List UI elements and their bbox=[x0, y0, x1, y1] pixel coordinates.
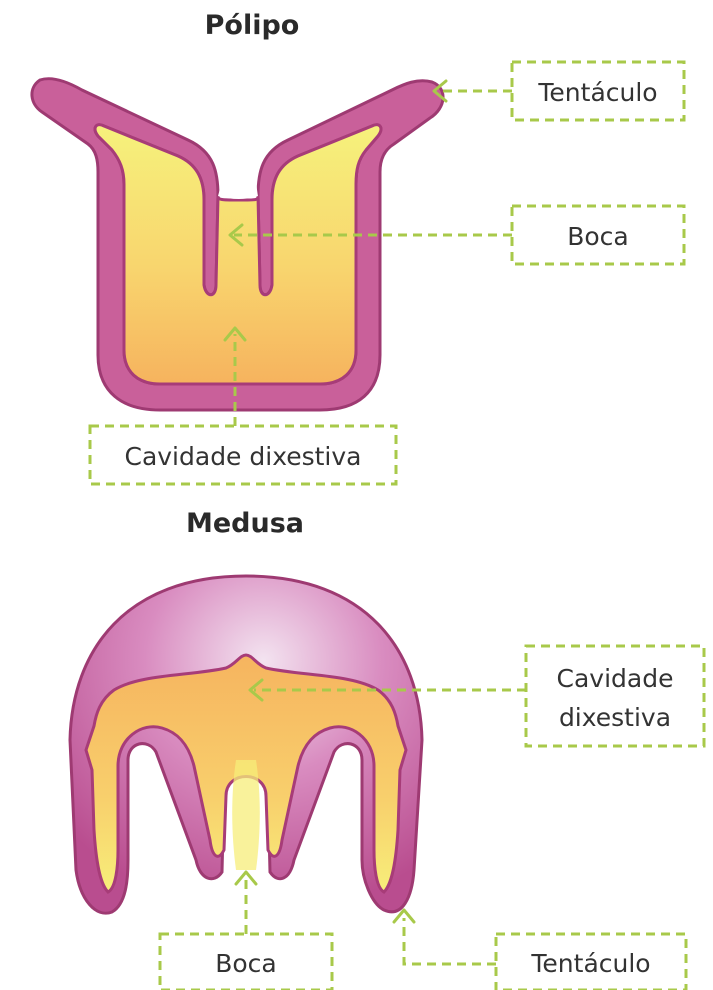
polyp-mouth-label: Boca bbox=[567, 222, 629, 251]
medusa-title: Medusa bbox=[186, 508, 304, 539]
medusa-mouth-label: Boca bbox=[215, 949, 277, 978]
polyp-cavity-label: Cavidade dixestiva bbox=[124, 442, 361, 471]
medusa-cavity-label-line1: Cavidade bbox=[557, 664, 674, 693]
medusa-tentacle-label: Tentáculo bbox=[530, 949, 650, 978]
polyp-body bbox=[32, 79, 443, 410]
medusa-tentacle-leader bbox=[404, 918, 496, 964]
medusa-cavity-label-line2: dixestiva bbox=[559, 703, 671, 732]
medusa-body bbox=[70, 576, 422, 913]
polyp-mouth-opening bbox=[216, 120, 262, 199]
polyp-tentacle-label: Tentáculo bbox=[537, 78, 657, 107]
polyp-title: Pólipo bbox=[205, 10, 300, 41]
medusa-mouth-tube bbox=[232, 760, 260, 870]
